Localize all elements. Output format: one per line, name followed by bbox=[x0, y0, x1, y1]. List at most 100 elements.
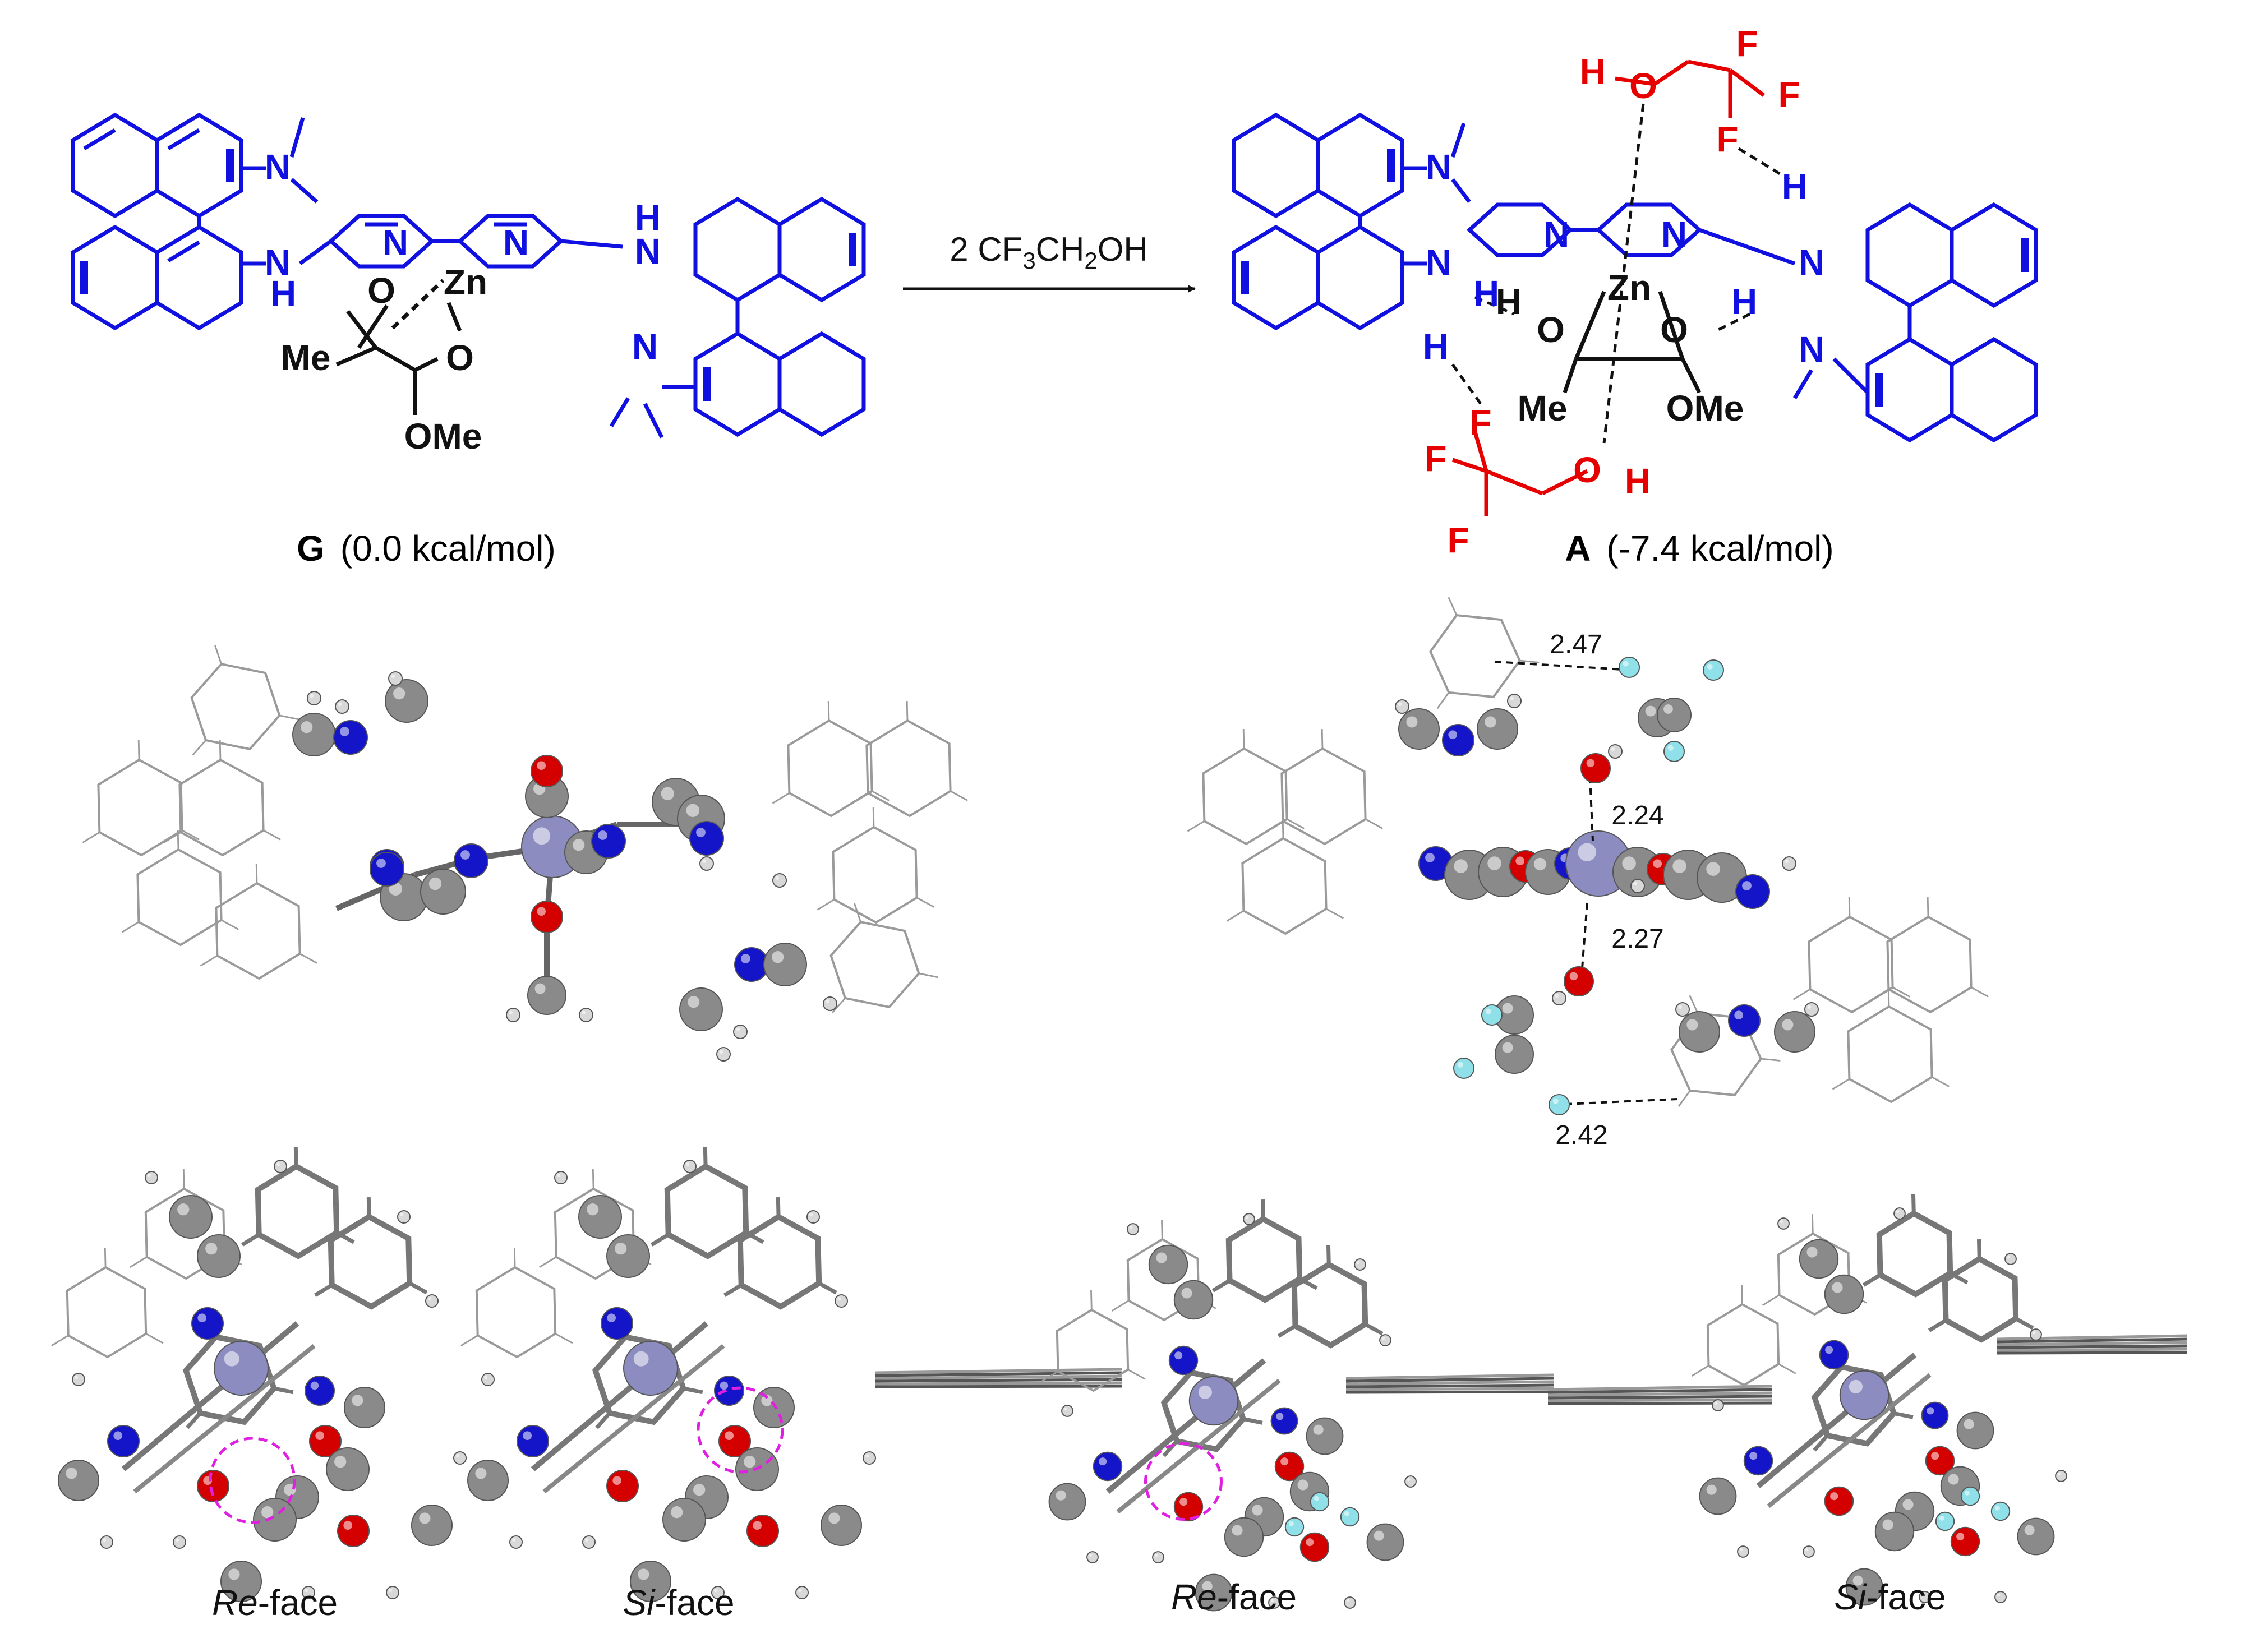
atom-carbon-shine bbox=[177, 1203, 190, 1216]
stick-ring bbox=[1876, 1210, 1953, 1298]
atom-carbon bbox=[1148, 1244, 1188, 1285]
flat-ligand-line bbox=[1547, 1401, 1773, 1405]
wire-ring-h-bond bbox=[827, 701, 830, 721]
hbond bbox=[1589, 776, 1594, 842]
atom-hydrogen-shine bbox=[2007, 1255, 2011, 1259]
atom-hydrogen-shine bbox=[1154, 1553, 1158, 1557]
atom-oxygen-shine bbox=[1956, 1533, 1965, 1541]
flat-ligand-line bbox=[874, 1381, 1122, 1386]
stick-ring-h-bond bbox=[1813, 1434, 1829, 1452]
atom-carbon bbox=[2017, 1517, 2055, 1556]
wire-ring-h-bond bbox=[1778, 1363, 1796, 1374]
atom-carbon-shine bbox=[1902, 1499, 1914, 1510]
atom-nitrogen bbox=[1270, 1407, 1298, 1435]
stick-ring bbox=[1291, 1261, 1368, 1349]
atom-carbon bbox=[1477, 708, 1518, 750]
a-nh-left-h: H bbox=[1473, 273, 1499, 313]
wire-ring-h-bond bbox=[200, 955, 218, 967]
atom-fluorine-shine bbox=[1314, 1496, 1319, 1501]
atom-hydrogen bbox=[1712, 1399, 1724, 1411]
atom-nitrogen-shine bbox=[113, 1431, 123, 1441]
wire-ring-h-bond bbox=[919, 972, 938, 979]
stick-ring-h-bond bbox=[1911, 1193, 1916, 1214]
wire-ring bbox=[178, 758, 265, 857]
atom-carbon-shine bbox=[205, 1243, 218, 1255]
atom-nitrogen-shine bbox=[598, 830, 607, 840]
wire-ring-h-bond bbox=[182, 1169, 185, 1189]
a-ome: OMe bbox=[1666, 388, 1744, 428]
atom-oxygen-shine bbox=[1586, 759, 1595, 768]
wire-ring bbox=[1808, 915, 1894, 1014]
face-label-3: Re-face bbox=[1171, 1577, 1297, 1617]
stick-ring bbox=[1942, 1256, 2019, 1343]
atom-oxygen bbox=[606, 1470, 639, 1502]
model-a-3d bbox=[1187, 597, 1989, 1115]
stick-ring-h-bond bbox=[1326, 1244, 1331, 1265]
atom-carbon-shine bbox=[1406, 716, 1418, 728]
a-tfe2-o: O bbox=[1573, 450, 1601, 490]
stick-ring bbox=[737, 1213, 822, 1310]
atom-hydrogen bbox=[481, 1373, 495, 1386]
stick-ring-h-bond bbox=[1211, 1279, 1231, 1293]
atom-carbon-shine bbox=[671, 1506, 683, 1519]
atom-hydrogen-shine bbox=[1245, 1215, 1249, 1219]
flat-ligand-line bbox=[874, 1374, 1122, 1380]
a-tfe2-f2: F bbox=[1425, 439, 1446, 479]
atom-carbon bbox=[411, 1505, 453, 1546]
atom-nitrogen bbox=[601, 1307, 633, 1340]
wire-ring bbox=[475, 1266, 557, 1359]
atom-carbon-shine bbox=[1686, 1019, 1698, 1031]
atom-oxygen-shine bbox=[612, 1476, 622, 1485]
prochiral-highlight-circle bbox=[1144, 1442, 1223, 1521]
wire-ring bbox=[1886, 915, 1973, 1014]
distance-label-4: 2.42 bbox=[1555, 1120, 1607, 1150]
atom-carbon-shine bbox=[1297, 1479, 1308, 1491]
flat-ligand-line bbox=[1547, 1388, 1773, 1394]
atom-hydrogen-shine bbox=[310, 694, 314, 698]
wire-ring-h-bond bbox=[950, 790, 968, 801]
model-re-face-a bbox=[874, 1199, 1554, 1612]
wire-ring-h-bond bbox=[871, 790, 890, 801]
stick-ring-h-bond bbox=[1893, 1411, 1914, 1419]
atom-hydrogen bbox=[1344, 1596, 1356, 1609]
wire-ring-h-bond bbox=[82, 832, 100, 843]
atom-hydrogen bbox=[733, 1025, 748, 1039]
wire-ring bbox=[190, 663, 281, 750]
atom-carbon-shine bbox=[261, 1506, 274, 1519]
atom-hydrogen bbox=[100, 1535, 113, 1549]
wire-ring-h-bond bbox=[130, 1256, 148, 1268]
atom-nitrogen bbox=[333, 720, 368, 755]
bond bbox=[1105, 1358, 1266, 1494]
atom-zinc-shine bbox=[633, 1351, 649, 1367]
atom-nitrogen bbox=[1728, 1004, 1761, 1037]
atom-hydrogen bbox=[2055, 1470, 2067, 1482]
atom-oxygen-shine bbox=[1830, 1492, 1838, 1501]
model-re-face-g bbox=[51, 1146, 467, 1602]
stick-ring-h-bond bbox=[683, 1386, 703, 1395]
atom-carbon-shine bbox=[1485, 716, 1496, 728]
atom-core-3-shine bbox=[1515, 856, 1525, 866]
stick-ring-h-bond bbox=[366, 1197, 371, 1217]
atom-core-11-shine bbox=[1742, 881, 1752, 890]
atom-hydrogen-shine bbox=[1921, 1593, 1925, 1597]
atom-carbon-shine bbox=[228, 1568, 240, 1580]
wire-ring-h-bond bbox=[817, 899, 835, 911]
atom-carbon-shine bbox=[1645, 705, 1656, 717]
atom-zinc bbox=[1839, 1370, 1889, 1420]
atom-fluorine bbox=[1960, 1486, 1980, 1506]
atom-carbon-shine bbox=[2024, 1525, 2035, 1535]
atom-hydrogen-shine bbox=[1510, 696, 1514, 701]
atom-hydrogen-shine bbox=[1089, 1553, 1093, 1557]
atom-hydrogen bbox=[716, 1047, 731, 1062]
atom-hydrogen bbox=[386, 1586, 399, 1599]
atom-hydrogen bbox=[2004, 1253, 2017, 1265]
a-me: Me bbox=[1518, 388, 1568, 428]
atom-carbon bbox=[1173, 1280, 1214, 1320]
g-id: G bbox=[297, 528, 325, 569]
stick-ring bbox=[592, 1333, 687, 1425]
atom-nitrogen bbox=[191, 1307, 224, 1340]
atom-hydrogen bbox=[388, 671, 403, 686]
atom-hydrogen-shine bbox=[702, 859, 707, 864]
flat-ligand-line bbox=[874, 1378, 1122, 1383]
atom-core-1-shine bbox=[1454, 859, 1468, 873]
